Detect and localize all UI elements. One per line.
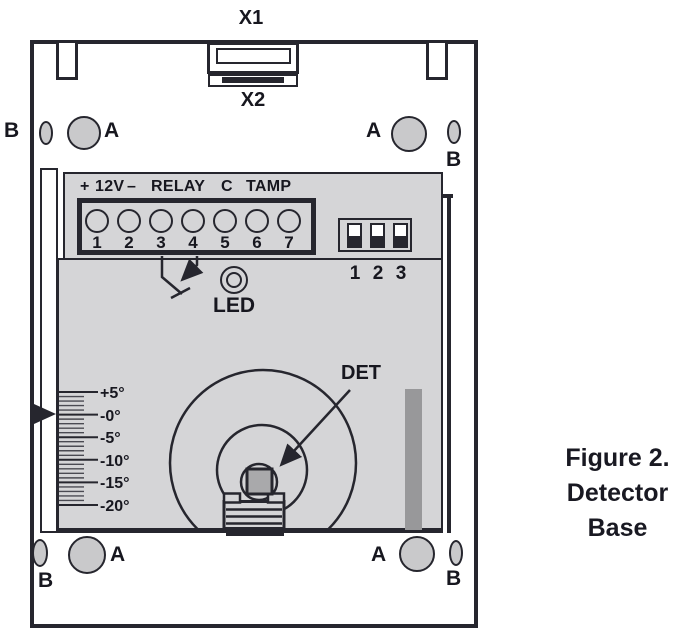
- tilt-scale-label-1: +5°: [100, 385, 125, 402]
- terminal-label-common: C: [221, 178, 233, 195]
- caption-line-2: Detector: [566, 479, 669, 507]
- caption-line-1: Figure 2.: [565, 444, 670, 472]
- mounting-hole-a-bottom-left: [68, 536, 106, 574]
- left-mounting-rail: [40, 168, 58, 533]
- terminal-hole-6: [245, 209, 269, 233]
- terminal-number-7: 7: [284, 233, 294, 252]
- mounting-hole-b-bottom-right: [449, 540, 463, 566]
- dip-switch-handle: [349, 236, 360, 246]
- terminal-number-1: 1: [92, 233, 102, 252]
- hole-b-label-bottom-right: B: [446, 567, 462, 590]
- dip-switch-3: [393, 223, 408, 248]
- terminal-block: [77, 198, 316, 255]
- mounting-hole-b-top-left: [39, 121, 53, 145]
- dip-switch-handle: [372, 236, 383, 246]
- hole-a-label-top-right: A: [366, 119, 382, 142]
- x2-connector-label: X2: [240, 89, 266, 111]
- terminal-label-plus: +: [80, 178, 90, 195]
- mounting-hole-a-top-left: [67, 116, 101, 150]
- right-rail-hook: [441, 194, 453, 198]
- hole-b-label-bottom-left: B: [38, 569, 54, 592]
- terminal-label-12v: 12V: [95, 178, 125, 195]
- caption-line-3: Base: [587, 514, 648, 542]
- dip-switch-number-2: 2: [372, 263, 384, 284]
- tilt-scale-label-4: -10°: [100, 452, 130, 470]
- terminal-label-relay: RELAY: [151, 178, 206, 195]
- top-right-notch: [426, 40, 448, 80]
- tilt-scale-label-5: -15°: [100, 475, 130, 493]
- terminal-label-tamper: TAMP: [246, 178, 292, 195]
- dip-switch-block: [338, 218, 412, 252]
- dip-switch-number-1: 1: [349, 263, 361, 284]
- hole-b-label-top-left: B: [4, 119, 20, 142]
- tilt-scale-label-6: -20°: [100, 498, 130, 515]
- led-label: LED: [213, 294, 255, 317]
- mounting-hole-a-top-right: [391, 116, 427, 152]
- x1-connector-slot: [216, 48, 291, 64]
- terminal-hole-3: [149, 209, 173, 233]
- detector-element-label: DET: [341, 362, 381, 384]
- mounting-hole-b-bottom-left: [32, 539, 48, 567]
- dip-switch-handle: [395, 236, 406, 246]
- terminal-hole-5: [213, 209, 237, 233]
- x2-connector-contact: [222, 77, 284, 83]
- terminal-hole-7: [277, 209, 301, 233]
- hole-a-label-bottom-left: A: [110, 543, 126, 566]
- right-mounting-rail: [447, 194, 451, 533]
- tilt-scale-label-3: -5°: [100, 430, 121, 448]
- terminal-hole-4: [181, 209, 205, 233]
- figure-caption: Figure 2. Detector Base: [548, 441, 687, 546]
- dip-switch-number-3: 3: [395, 263, 407, 284]
- terminal-number-3: 3: [156, 233, 166, 252]
- terminal-number-6: 6: [252, 233, 262, 252]
- led-indicator: [220, 266, 248, 294]
- mounting-hole-a-bottom-right: [399, 536, 435, 572]
- hole-a-label-bottom-right: A: [371, 543, 387, 566]
- mounting-hole-b-top-right: [447, 120, 461, 144]
- hole-b-label-top-right: B: [446, 148, 462, 171]
- led-indicator-center: [226, 272, 242, 288]
- top-left-notch: [56, 40, 78, 80]
- tilt-scale-label-2: -0°: [100, 407, 121, 425]
- terminal-label-minus: –: [127, 178, 137, 195]
- vertical-slider-bar: [405, 389, 422, 530]
- terminal-number-2: 2: [124, 233, 134, 252]
- x1-connector-label: X1: [238, 7, 264, 29]
- terminal-number-5: 5: [220, 233, 230, 252]
- terminal-hole-2: [117, 209, 141, 233]
- terminal-number-4: 4: [188, 233, 198, 252]
- hole-a-label-top-left: A: [104, 119, 120, 142]
- dip-switch-1: [347, 223, 362, 248]
- dip-switch-2: [370, 223, 385, 248]
- terminal-hole-1: [85, 209, 109, 233]
